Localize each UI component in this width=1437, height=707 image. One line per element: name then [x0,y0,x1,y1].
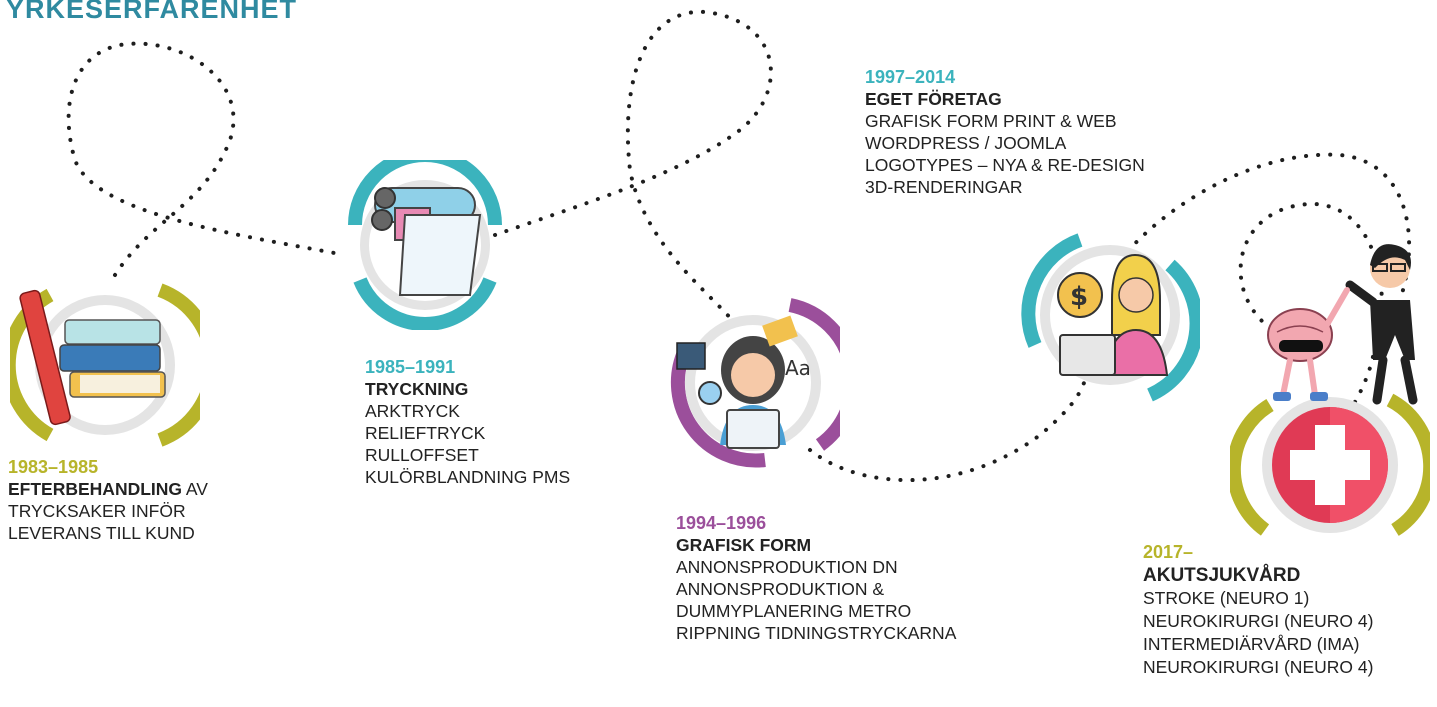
heading: EGET FÖRETAG [865,89,1002,109]
detail-line: NEUROKIRURGI (NEURO 4) [1143,657,1374,677]
freelancer-icon: $ [1021,233,1200,402]
svg-text:$: $ [1070,282,1088,312]
detail-line: GRAFISK FORM PRINT & WEB [865,111,1117,131]
years-label: 2017– [1143,542,1194,562]
detail-line: LEVERANS TILL KUND [8,523,195,543]
detail-line: INTERMEDIÄRVÅRD (IMA) [1143,634,1360,654]
medical-cross-icon [1230,393,1430,536]
heading: EFTERBEHANDLING [8,479,183,499]
books-icon [10,283,200,447]
detail-line: RULLOFFSET [365,445,479,465]
detail-line: RIPPNING TIDNINGSTRYCKARNA [676,623,957,643]
page-title: YRKESERFARENHET [6,0,298,24]
heading-line: EFTERBEHANDLING AV [8,478,208,500]
printing-roller-icon [348,160,502,330]
detail-line: NEUROKIRURGI (NEURO 4) [1143,611,1374,631]
years-label: 1983–1985 [8,457,99,477]
detail-line: TRYCKSAKER INFÖR [8,501,186,521]
heading: AKUTSJUKVÅRD [1143,565,1301,586]
timeline-entry-2017: 2017– AKUTSJUKVÅRD STROKE (NEURO 1) NEUR… [1143,541,1373,679]
timeline-entry-1997: 1997–2014 EGET FÖRETAG GRAFISK FORM PRIN… [865,66,1145,198]
detail-line: KULÖRBLANDNING PMS [365,467,571,487]
svg-text:Aa: Aa [785,356,811,380]
detail-line: DUMMYPLANERING METRO [676,601,912,621]
detail-line: STROKE (NEURO 1) [1143,588,1310,608]
heading-suffix: AV [182,479,208,499]
cartoon-characters-icon [1267,244,1418,405]
timeline-entry-1983: 1983–1985 EFTERBEHANDLING AV TRYCKSAKER … [8,456,208,544]
timeline-entry-1994: 1994–1996 GRAFISK FORM ANNONSPRODUKTION … [676,512,956,644]
heading: TRYCKNING [365,379,469,399]
years-label: 1994–1996 [676,513,767,533]
years-label: 1985–1991 [365,357,456,377]
detail-line: 3D-RENDERINGAR [865,177,1023,197]
detail-line: ANNONSPRODUKTION & [676,579,885,599]
years-label: 1997–2014 [865,67,956,87]
detail-line: ANNONSPRODUKTION DN [676,557,898,577]
graphic-designer-icon: Aa [670,298,840,468]
heading: GRAFISK FORM [676,535,812,555]
timeline-entry-1985: 1985–1991 TRYCKNING ARKTRYCK RELIEFTRYCK… [365,356,570,488]
detail-line: WORDPRESS / JOOMLA [865,133,1067,153]
detail-line: ARKTRYCK [365,401,460,421]
detail-line: RELIEFTRYCK [365,423,486,443]
detail-line: LOGOTYPES – NYA & RE-DESIGN [865,155,1145,175]
